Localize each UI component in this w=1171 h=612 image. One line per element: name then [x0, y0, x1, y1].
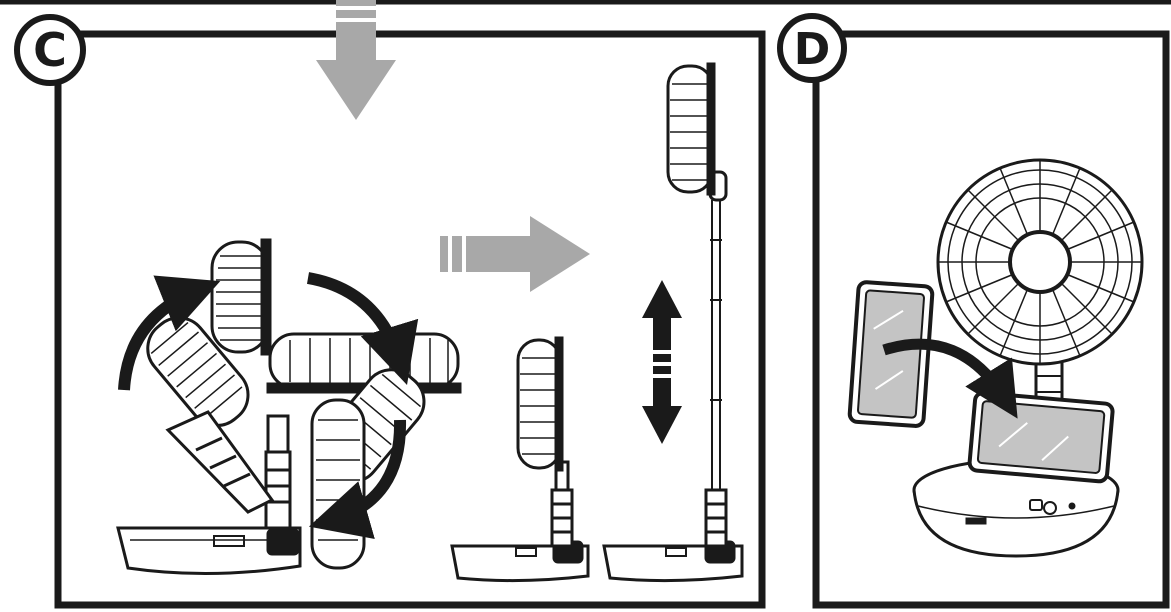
- panel-d: D: [777, 13, 1170, 609]
- gray-down-arrow-icon: [316, 0, 396, 120]
- black-up-down-arrow-icon: [642, 280, 682, 444]
- phone-on-charger: [967, 390, 1115, 484]
- rotating-fan-illustration: [116, 238, 462, 576]
- curved-black-arrow-icon: [118, 275, 221, 391]
- fan-head-front: [936, 158, 1144, 366]
- curved-black-arrow-icon: [882, 338, 1018, 419]
- panel-d-badge: D: [777, 13, 847, 83]
- panel-c: C: [14, 0, 766, 609]
- fan-base-body: [912, 489, 1120, 558]
- fan-head-upright: [210, 238, 272, 356]
- curved-black-arrow-icon: [308, 419, 407, 539]
- panel-d-frame: [812, 30, 1170, 609]
- fan-head-downward: [310, 398, 366, 570]
- fan-upright-short: [450, 336, 590, 583]
- panel-c-frame: [54, 30, 766, 609]
- fan-head-horizontal: [266, 332, 462, 394]
- panel-d-letter: D: [794, 24, 831, 75]
- fan-hub: [1008, 230, 1072, 294]
- panel-c-letter: C: [33, 23, 67, 77]
- gray-right-arrow-icon: [440, 216, 590, 292]
- curved-black-arrow-icon: [306, 272, 419, 385]
- phone-held: [847, 280, 935, 428]
- panel-c-badge: C: [14, 14, 86, 86]
- fan-extended-tall: [602, 62, 744, 583]
- fan-with-phone-illustration: [847, 158, 1144, 558]
